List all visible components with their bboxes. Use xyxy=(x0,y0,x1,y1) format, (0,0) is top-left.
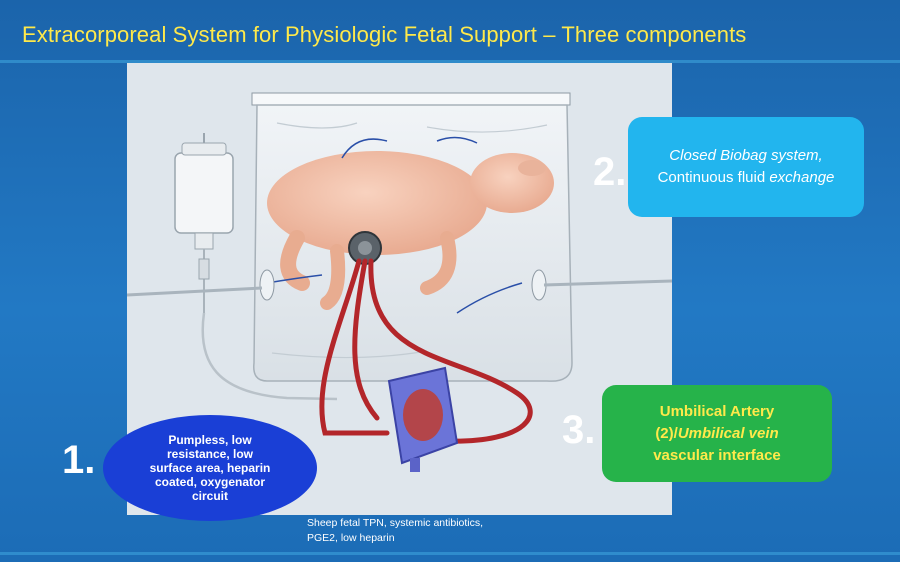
component-2-line2-prefix: Continuous fluid xyxy=(657,169,770,186)
bottom-divider xyxy=(0,552,900,555)
footnote-line2: PGE2, low heparin xyxy=(307,532,395,544)
component-3-line2-prefix: (2)/ xyxy=(655,424,678,442)
blood-circuit-tubing xyxy=(319,258,533,444)
component-1-line4: coated, oxygenator xyxy=(154,475,266,489)
component-3-line3: vascular interface xyxy=(653,446,781,464)
component-3-callout: Umbilical Artery (2)/Umbilical vein vasc… xyxy=(602,385,832,482)
title-divider xyxy=(0,60,900,63)
component-1-line5: circuit xyxy=(191,489,228,503)
component-1-callout: Pumpless, low resistance, low surface ar… xyxy=(103,415,317,521)
iv-bag xyxy=(174,133,338,401)
oxygenator xyxy=(387,366,459,472)
footnote: Sheep fetal TPN, systemic antibiotics, P… xyxy=(307,516,483,546)
biobag-drawing xyxy=(127,92,672,472)
fetal-lamb xyxy=(267,151,554,310)
component-3-line2: (2)/Umbilical vein xyxy=(655,423,778,445)
component-2-line2-emphasis: exchange xyxy=(769,169,835,186)
fluid-ports xyxy=(127,269,672,301)
component-3-line2-emphasis: Umbilical vein xyxy=(677,424,779,442)
component-3-number: 3. xyxy=(562,408,596,452)
footnote-line1: Sheep fetal TPN, systemic antibiotics, xyxy=(307,517,484,529)
component-2-number: 2. xyxy=(593,150,627,194)
component-3-line1: Umbilical Artery xyxy=(659,402,775,420)
component-2-callout: Closed Biobag system, Continuous fluid e… xyxy=(628,117,864,217)
component-1-line2: resistance, low xyxy=(166,447,254,461)
component-2-line1: Closed Biobag system, xyxy=(669,147,823,164)
slide-title: Extracorporeal System for Physiologic Fe… xyxy=(22,22,747,47)
umbilical-connector xyxy=(348,231,382,265)
component-1-line1: Pumpless, low xyxy=(168,433,252,447)
component-1-number: 1. xyxy=(62,438,96,482)
component-2-line2: Continuous fluid exchange xyxy=(658,167,835,189)
component-1-line3: surface area, heparin xyxy=(149,461,271,475)
